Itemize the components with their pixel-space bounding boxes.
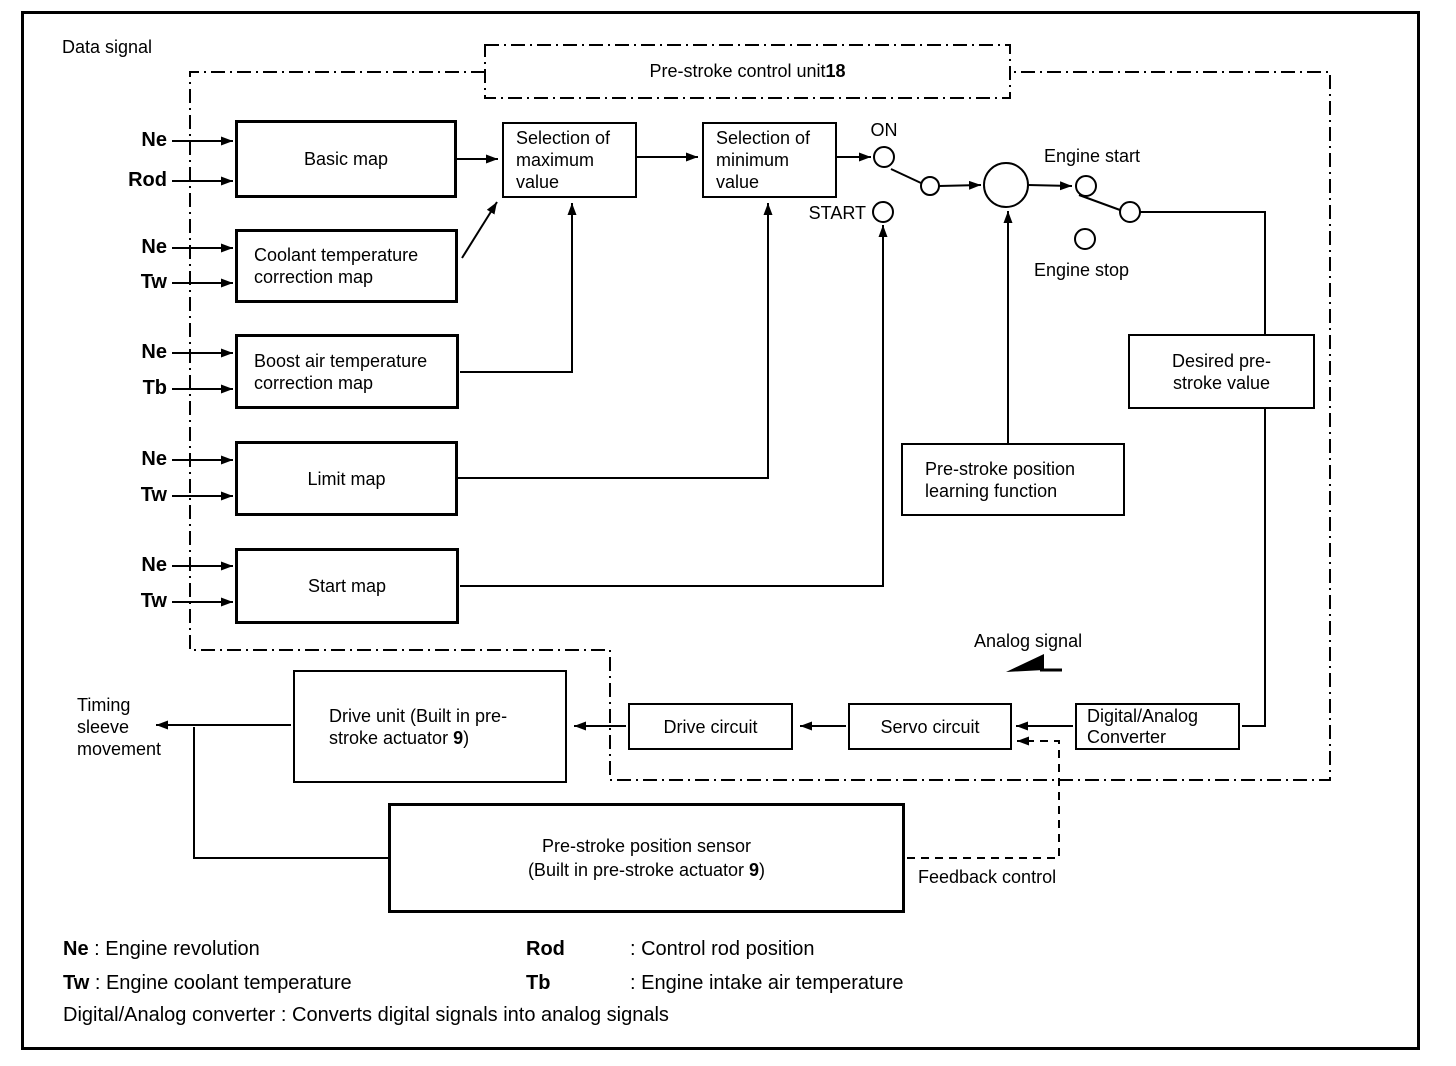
data-signal-label: Data signal: [62, 37, 153, 57]
learning-function-block: Pre-stroke position learning function: [901, 443, 1125, 516]
feedback-dashed-line: [907, 736, 1060, 859]
limit-map-block: Limit map: [235, 441, 458, 516]
control-unit-boundary: [189, 44, 1331, 781]
control-unit-title-text: Pre-stroke control unit: [649, 61, 826, 81]
control-unit-number: 18: [825, 61, 846, 81]
on-contact: [873, 146, 895, 168]
legend-rod-term: Rod: [526, 938, 565, 960]
input-tb-boost: Tb: [142, 377, 167, 399]
legend-tw: Tw : Engine coolant temperature: [63, 972, 352, 994]
input-tw-start: Tw: [140, 590, 167, 612]
boost-map-block: Boost air temperature correction map: [235, 334, 459, 409]
engine-stop-contact: [1074, 228, 1096, 250]
engine-stop-label: Engine stop: [1034, 260, 1130, 280]
flow-lines: [156, 152, 1266, 859]
on-label: ON: [870, 120, 898, 140]
position-sensor-block: Pre-stroke position sensor (Built in pre…: [388, 803, 905, 913]
input-ne-basic: Ne: [141, 129, 167, 151]
legend-tb-term: Tb: [526, 972, 551, 994]
page-border: [21, 11, 1420, 1050]
legend-rod-def: : Control rod position: [630, 938, 815, 960]
pivot-contact-2: [1119, 201, 1141, 223]
timing-sleeve-label: Timing sleeve movement: [77, 695, 162, 759]
switch-contacts: [872, 146, 1141, 250]
analog-signal-arrow: [1006, 654, 1062, 672]
servo-circuit-block: Servo circuit: [848, 703, 1012, 750]
drive-circuit-block: Drive circuit: [628, 703, 793, 750]
legend-tb-def: : Engine intake air temperature: [630, 972, 904, 994]
input-arrows: [172, 136, 233, 607]
coolant-map-block: Coolant temperature correction map: [235, 229, 458, 303]
desired-value-block: Desired pre- stroke value: [1128, 334, 1315, 409]
switch-levers: [890, 168, 1121, 211]
control-unit-title: Pre-stroke control unit 18: [485, 45, 1010, 98]
selection-max-block: Selection of maximum value: [502, 122, 637, 198]
feedback-control-label: Feedback control: [918, 867, 1057, 887]
analog-signal-label: Analog signal: [974, 631, 1083, 651]
da-converter-block: Digital/Analog Converter: [1075, 703, 1240, 750]
pivot-contact-1: [920, 176, 940, 196]
input-ne-boost: Ne: [141, 341, 167, 363]
start-contact: [872, 201, 894, 223]
start-label: START: [808, 203, 866, 223]
basic-map-block: Basic map: [235, 120, 457, 198]
engine-start-contact: [1075, 175, 1097, 197]
drive-unit-block: Drive unit (Built in pre- stroke actuato…: [293, 670, 567, 783]
start-map-block: Start map: [235, 548, 459, 624]
input-rod-basic: Rod: [128, 169, 167, 191]
legend-ne: Ne : Engine revolution: [63, 938, 260, 960]
legend-da-converter: Digital/Analog converter : Converts digi…: [63, 1004, 669, 1026]
selection-min-block: Selection of minimum value: [702, 122, 837, 198]
engine-start-label: Engine start: [1044, 146, 1141, 166]
summing-junction: [983, 162, 1029, 208]
input-tw-limit: Tw: [140, 484, 167, 506]
input-ne-coolant: Ne: [141, 236, 167, 258]
input-ne-start: Ne: [141, 554, 167, 576]
input-ne-limit: Ne: [141, 448, 167, 470]
input-tw-coolant: Tw: [140, 271, 167, 293]
